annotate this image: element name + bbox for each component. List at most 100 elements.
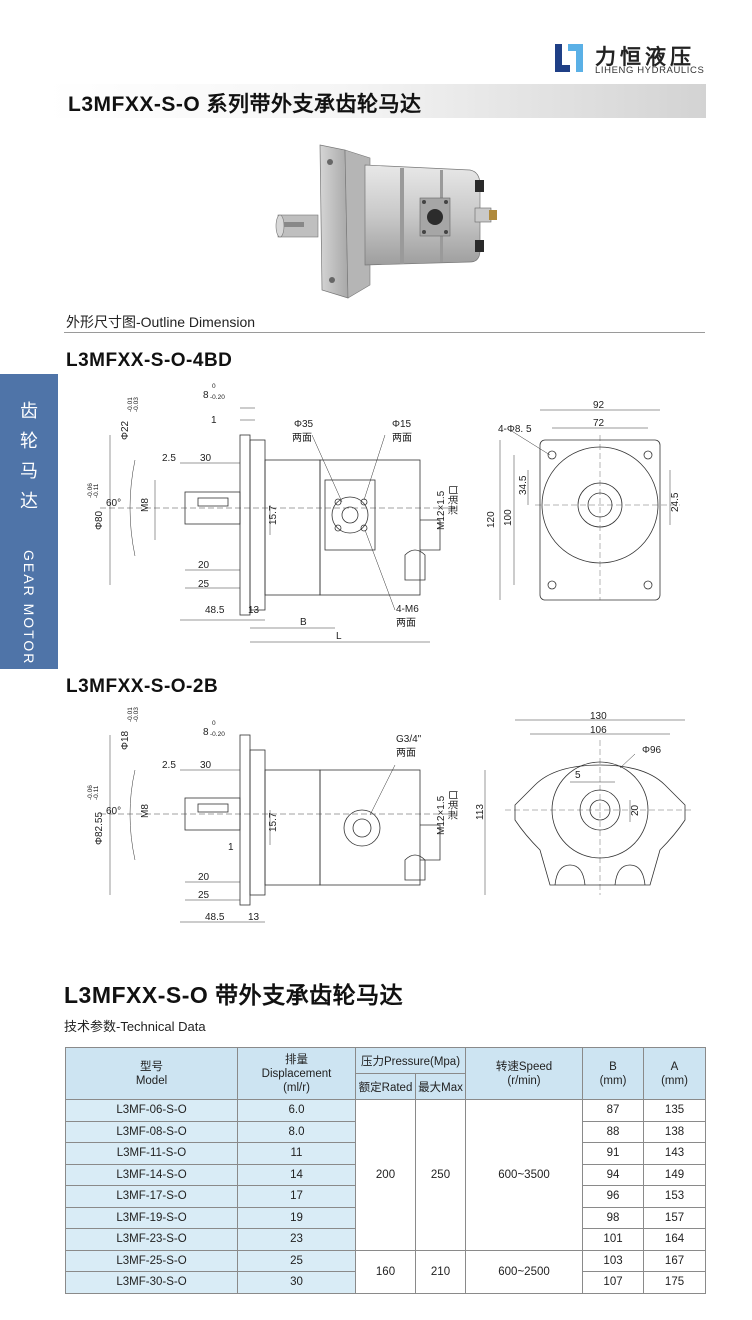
svg-text:60°: 60° [106,498,121,509]
svg-text:5: 5 [575,770,581,781]
spec-title: L3MFXX-S-O 带外支承齿轮马达 [64,982,404,1008]
svg-text:Φ22: Φ22 [120,420,131,440]
svg-text:泄油口: 泄油口 [447,485,460,515]
svg-text:Φ96: Φ96 [642,745,662,756]
brand-name-cn: 力恒液压 [595,46,695,69]
svg-text:Φ15: Φ15 [392,419,412,430]
svg-text:24.5: 24.5 [670,492,681,512]
brand-name-en: LIHENG HYDRAULICS [595,65,705,76]
svg-text:-0.11: -0.11 [93,483,100,498]
drawing-4bd-front-view: 92 72 4-Φ8. 5 34.5 24.5 120 100 [486,400,681,601]
outline-label: 外形尺寸图-Outline Dimension [66,314,256,330]
side-tab-cn: 齿轮马达 [20,401,38,511]
svg-text:120: 120 [486,511,497,528]
svg-text:15.7: 15.7 [268,505,279,525]
svg-text:48.5: 48.5 [205,605,225,616]
svg-text:48.5: 48.5 [205,912,225,923]
svg-text:G3/4": G3/4" [396,734,422,745]
brand-logo: 力恒液压 LIHENG HYDRAULICS [553,40,723,80]
svg-text:100: 100 [503,509,514,526]
svg-text:B: B [300,617,307,628]
svg-text:-0.01: -0.01 [127,397,134,412]
svg-text:20: 20 [198,560,210,571]
svg-text:-0.06: -0.06 [87,785,94,800]
svg-text:Φ82.55: Φ82.55 [94,812,105,845]
svg-text:13: 13 [248,605,260,616]
svg-text:-0.06: -0.06 [87,483,94,498]
svg-text:25: 25 [198,579,210,590]
gear-motor-photo [275,144,497,299]
drawing-2b-heading: L3MFXX-S-O-2B [66,676,219,697]
drawing-4bd-side-view: Φ22 -0.01 -0.03 8 0 -0.20 1 2.5 30 60° M… [87,383,460,643]
svg-text:8: 8 [203,727,209,738]
svg-text:-0.01: -0.01 [127,707,134,722]
svg-text:34.5: 34.5 [518,475,529,495]
svg-text:60°: 60° [106,806,121,817]
col-pressure: 压力Pressure(Mpa) [354,1047,467,1074]
svg-text:1: 1 [228,842,234,853]
svg-text:20: 20 [198,872,210,883]
svg-text:-0.20: -0.20 [210,394,225,401]
svg-text:72: 72 [593,418,605,429]
svg-text:30: 30 [200,760,212,771]
liheng-logo-icon [555,44,583,72]
svg-text:113: 113 [475,804,486,820]
svg-text:M8: M8 [140,498,151,512]
svg-text:Φ80: Φ80 [94,510,105,530]
svg-text:2.5: 2.5 [162,453,176,464]
col-speed: 转速Speed(r/min) [465,1047,584,1100]
svg-text:两面: 两面 [292,433,312,444]
svg-text:4-Φ8. 5: 4-Φ8. 5 [498,424,532,435]
svg-text:-0.11: -0.11 [93,785,100,800]
svg-text:泄油口: 泄油口 [447,790,460,820]
col-rated: 额定Rated [355,1073,416,1100]
svg-text:130: 130 [590,711,607,722]
svg-text:106: 106 [590,725,607,736]
svg-text:20: 20 [630,804,641,816]
svg-text:8: 8 [203,390,209,401]
spec-subtitle: 技术参数-Technical Data [64,1019,206,1034]
drawing-4bd-heading: L3MFXX-S-O-4BD [66,350,233,371]
svg-text:0: 0 [212,720,216,727]
svg-text:1: 1 [211,415,217,426]
page-title: L3MFXX-S-O 系列带外支承齿轮马达 [68,93,422,116]
svg-text:M12×1.5: M12×1.5 [436,795,447,835]
svg-text:Φ35: Φ35 [294,419,314,430]
col-b: B(mm) [582,1047,645,1100]
col-a: A(mm) [643,1047,707,1100]
svg-text:92: 92 [593,400,605,411]
svg-text:两面: 两面 [396,618,416,629]
svg-text:-0.03: -0.03 [133,707,140,722]
drawing-2b-front-view: 130 106 Φ96 5 20 113 [475,711,693,895]
svg-text:M12×1.5: M12×1.5 [436,490,447,530]
drawing-2b-side-view: Φ18 -0.01 -0.03 8 0 -0.20 2.5 30 60° M8 … [87,707,460,923]
svg-text:0: 0 [212,383,216,390]
col-max: 最大Max [414,1073,467,1100]
svg-text:2.5: 2.5 [162,760,176,771]
svg-text:30: 30 [200,453,212,464]
side-tab-en: GEAR MOTOR [21,550,37,666]
svg-text:25: 25 [198,890,210,901]
side-category-tab: 齿轮马达 GEAR MOTOR [0,374,58,669]
svg-text:13: 13 [248,912,260,923]
svg-text:4-M6: 4-M6 [396,604,419,615]
svg-text:15.7: 15.7 [268,812,279,832]
svg-text:M8: M8 [140,804,151,818]
svg-text:L: L [336,631,342,642]
svg-text:-0.03: -0.03 [133,397,140,412]
svg-text:Φ18: Φ18 [120,730,131,750]
svg-text:两面: 两面 [396,748,416,759]
outline-divider [64,332,705,333]
